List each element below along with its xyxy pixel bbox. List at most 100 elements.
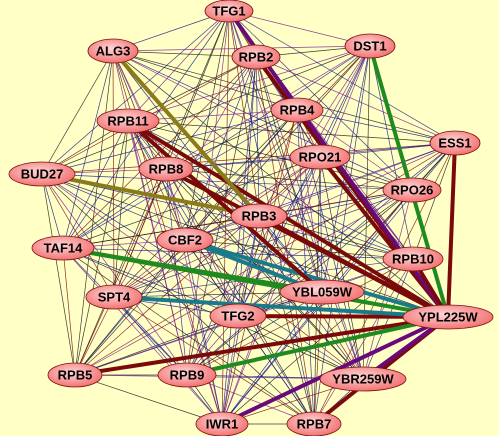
edge-rpb3-rpb7 bbox=[258, 215, 315, 425]
node-ellipse bbox=[156, 227, 214, 253]
edge-rpo21-ybl059w bbox=[319, 156, 323, 293]
node-rpo21[interactable]: RPO21 bbox=[289, 144, 351, 170]
edge-rpb3-spt4 bbox=[113, 215, 260, 298]
node-ypl225w[interactable]: YPL225W bbox=[402, 304, 494, 330]
node-dst1[interactable]: DST1 bbox=[344, 33, 396, 59]
edge-rpb2-rpb9 bbox=[186, 56, 257, 376]
edge-rpb2-rpb8 bbox=[165, 56, 257, 170]
node-ellipse bbox=[289, 144, 351, 170]
node-ellipse bbox=[382, 177, 442, 203]
node-label: RPB11 bbox=[107, 114, 148, 129]
node-label: DST1 bbox=[353, 39, 386, 54]
edge-rpb4-spt4 bbox=[113, 109, 298, 298]
edge-cbf2-ybr259w bbox=[184, 239, 364, 380]
node-rpb11[interactable]: RPB11 bbox=[96, 108, 160, 134]
node-ellipse bbox=[270, 97, 324, 123]
edge-rpb8-iwr1 bbox=[165, 168, 223, 425]
edge-rpo21-rpb5 bbox=[74, 156, 321, 376]
node-taf14[interactable]: TAF14 bbox=[31, 235, 95, 261]
node-ellipse bbox=[195, 411, 249, 436]
strong-edge-ypl225w-rpb11 bbox=[126, 119, 450, 319]
node-spt4[interactable]: SPT4 bbox=[85, 284, 143, 310]
edge-rpb10-iwr1 bbox=[221, 258, 414, 425]
node-ellipse bbox=[204, 0, 254, 23]
node-rpb2[interactable]: RPB2 bbox=[231, 44, 281, 70]
strong-edge-ypl225w-rpb5 bbox=[73, 315, 450, 377]
node-ellipse bbox=[344, 33, 396, 59]
node-label: RPB4 bbox=[280, 103, 315, 118]
strong-edge-ybl059w-rpb11 bbox=[126, 119, 324, 294]
edge-ybl059w-rpb9 bbox=[186, 291, 323, 376]
node-rpb10[interactable]: RPB10 bbox=[382, 246, 444, 272]
node-rpb9[interactable]: RPB9 bbox=[157, 362, 217, 388]
edge-rpb4-rpo26 bbox=[296, 109, 413, 191]
edge-alg3-rpo26 bbox=[112, 50, 413, 191]
strong-edge-ypl225w-rpb9 bbox=[185, 315, 450, 377]
edge-tfg1-dst1 bbox=[228, 10, 371, 47]
node-label: BUD27 bbox=[21, 167, 64, 182]
edge-alg3-bud27 bbox=[41, 50, 114, 175]
node-tfg2[interactable]: TFG2 bbox=[209, 303, 267, 329]
node-ellipse bbox=[209, 303, 267, 329]
node-ellipse bbox=[382, 246, 444, 272]
node-alg3[interactable]: ALG3 bbox=[87, 38, 139, 64]
node-label: RPO26 bbox=[391, 183, 434, 198]
edge-dst1-bud27 bbox=[41, 45, 371, 175]
node-ybl059w[interactable]: YBL059W bbox=[279, 279, 365, 305]
node-label: RPB9 bbox=[170, 368, 205, 383]
node-ellipse bbox=[319, 366, 407, 392]
strong-edge-bud27-rpb3 bbox=[40, 172, 261, 218]
edge-rpo21-spt4 bbox=[113, 156, 321, 298]
edge-alg3-rpb5 bbox=[74, 50, 114, 376]
edge-bud27-tfg2 bbox=[41, 173, 239, 317]
edge-bud27-rpb10 bbox=[41, 173, 414, 260]
node-ellipse bbox=[230, 203, 288, 229]
edge-rpb11-ess1 bbox=[127, 120, 456, 144]
node-ellipse bbox=[429, 130, 481, 156]
node-ybr259w[interactable]: YBR259W bbox=[319, 366, 407, 392]
node-tfg1[interactable]: TFG1 bbox=[204, 0, 254, 23]
node-rpb4[interactable]: RPB4 bbox=[270, 97, 324, 123]
node-label: YBL059W bbox=[292, 285, 353, 300]
edge-rpb4-bud27 bbox=[41, 109, 298, 175]
node-rpb7[interactable]: RPB7 bbox=[286, 411, 342, 436]
edge-taf14-iwr1 bbox=[62, 247, 223, 425]
node-label: TFG2 bbox=[221, 309, 254, 324]
edge-rpo26-cbf2 bbox=[184, 189, 413, 241]
edge-spt4-rpb9 bbox=[113, 296, 188, 376]
edge-rpo26-rpb5 bbox=[74, 189, 413, 376]
edge-tfg1-rpb5 bbox=[74, 10, 230, 376]
edge-bud27-ypl225w bbox=[41, 173, 449, 318]
edge-rpb8-taf14 bbox=[62, 168, 167, 249]
node-ellipse bbox=[85, 284, 143, 310]
node-ess1[interactable]: ESS1 bbox=[429, 130, 481, 156]
edge-rpb2-rpb3 bbox=[255, 56, 260, 217]
edge-rpb3-taf14 bbox=[62, 215, 260, 249]
edge-rpb8-rpb9 bbox=[165, 168, 188, 376]
node-ellipse bbox=[231, 44, 281, 70]
node-label: ALG3 bbox=[96, 44, 131, 59]
node-rpb8[interactable]: RPB8 bbox=[138, 156, 194, 182]
edge-rpo21-iwr1 bbox=[221, 156, 321, 425]
strong-edge-ypl225w-ess1 bbox=[446, 141, 457, 319]
edge-taf14-rpb9 bbox=[62, 247, 188, 376]
node-bud27[interactable]: BUD27 bbox=[8, 161, 76, 187]
edge-ess1-rpb10 bbox=[412, 142, 456, 260]
edge-tfg2-rpb7 bbox=[237, 315, 315, 425]
node-ellipse bbox=[157, 362, 217, 388]
node-rpb3[interactable]: RPB3 bbox=[230, 203, 288, 229]
node-iwr1[interactable]: IWR1 bbox=[195, 411, 249, 436]
node-cbf2[interactable]: CBF2 bbox=[156, 227, 214, 253]
node-rpb5[interactable]: RPB5 bbox=[47, 362, 103, 388]
edge-ybl059w-rpb7 bbox=[313, 291, 323, 425]
node-label: CBF2 bbox=[168, 233, 202, 248]
edge-rpb8-rpb10 bbox=[165, 168, 414, 260]
edge-rpb2-tfg2 bbox=[237, 56, 257, 317]
edge-rpo26-ybl059w bbox=[321, 189, 413, 293]
node-rpo26[interactable]: RPO26 bbox=[382, 177, 442, 203]
edge-alg3-rpb4 bbox=[112, 50, 298, 111]
edge-rpb11-rpb5 bbox=[74, 120, 129, 376]
